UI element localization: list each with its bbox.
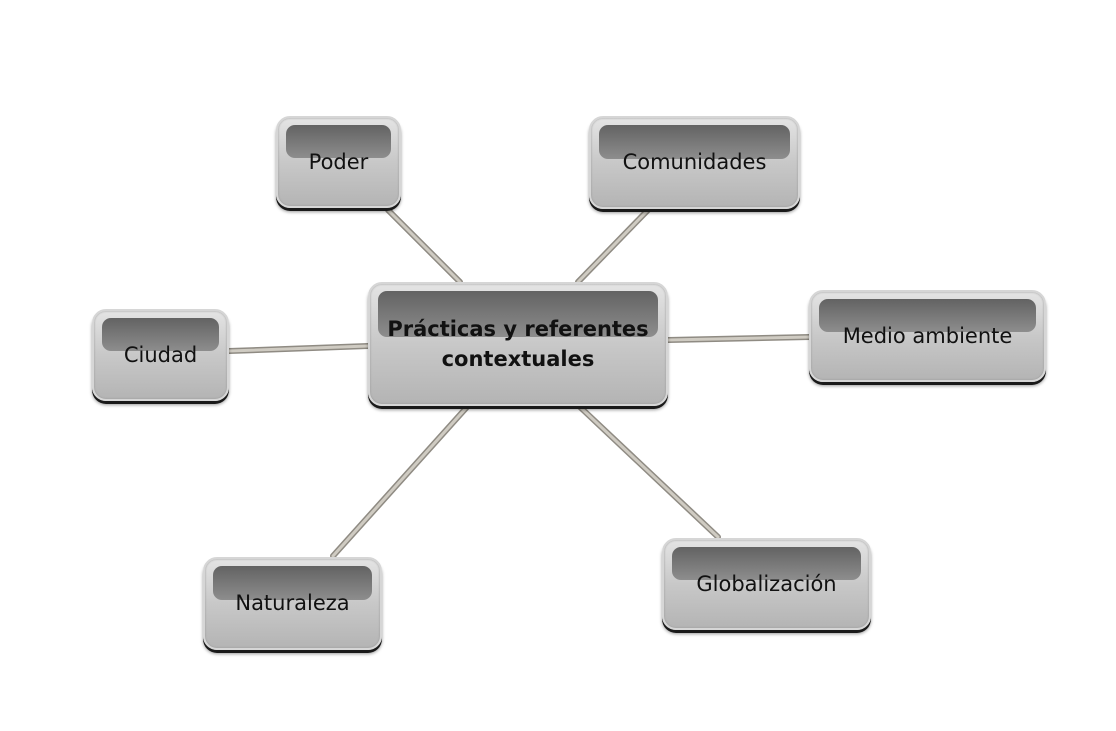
central-node-label: Prácticas y referentes contextuales: [387, 314, 648, 375]
node-medio-ambiente[interactable]: Medio ambiente: [809, 290, 1046, 382]
node-band: [378, 291, 658, 337]
node-band: [102, 318, 219, 352]
node-label: Globalización: [696, 571, 837, 596]
node-globalizacion[interactable]: Globalización: [662, 538, 871, 630]
node-band: [286, 125, 391, 159]
node-ciudad[interactable]: Ciudad: [92, 309, 229, 401]
node-label: Naturaleza: [235, 591, 350, 616]
central-line-2: contextuales: [441, 347, 595, 371]
node-band: [672, 547, 861, 581]
node-label: Poder: [308, 149, 369, 174]
node-label: Medio ambiente: [842, 323, 1013, 348]
node-label: Ciudad: [123, 342, 198, 367]
node-label: Comunidades: [622, 150, 767, 175]
node-comunidades[interactable]: Comunidades: [589, 116, 800, 209]
node-band: [819, 299, 1036, 333]
node-band: [599, 125, 790, 159]
central-line-1: Prácticas y referentes: [387, 316, 649, 341]
node-band: [213, 566, 372, 600]
central-node[interactable]: Prácticas y referentes contextuales: [368, 282, 668, 406]
node-poder[interactable]: Poder: [276, 116, 401, 208]
node-naturaleza[interactable]: Naturaleza: [203, 557, 382, 650]
